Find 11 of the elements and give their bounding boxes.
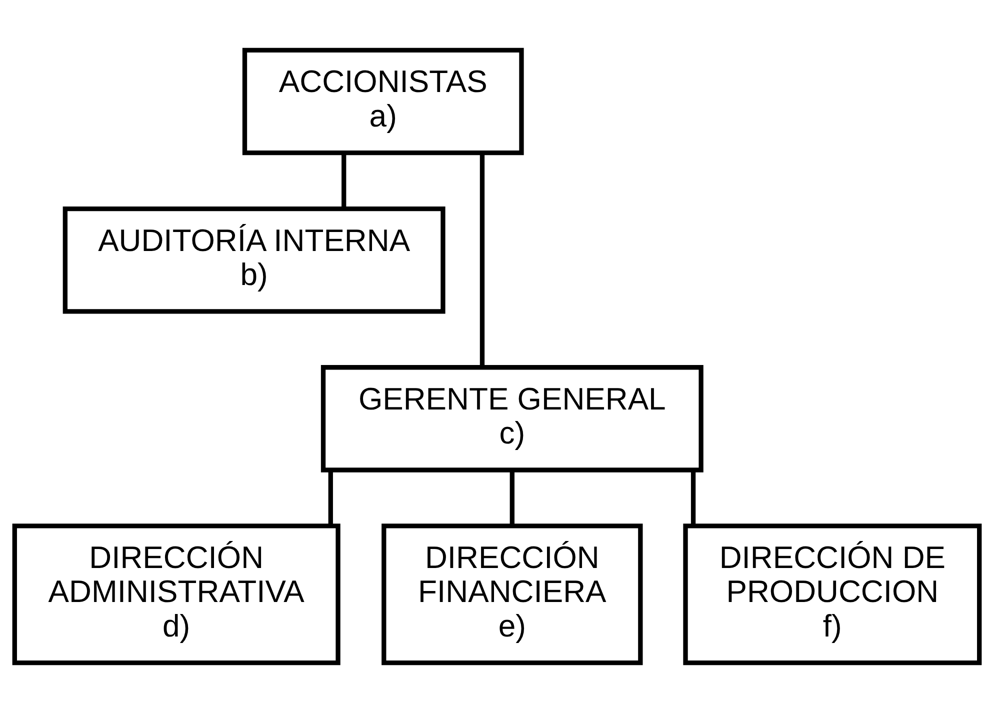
connector (510, 470, 514, 526)
connector (328, 470, 333, 526)
connector (480, 153, 485, 368)
node-box: GERENTE GENERAL c) (320, 365, 704, 472)
node-box: AUDITORÍA INTERNA b) (62, 206, 446, 314)
connector (342, 153, 346, 208)
connector (690, 470, 696, 526)
node-box: DIRECCIÓN ADMINISTRATIVA d) (12, 524, 340, 666)
node-box: DIRECCIÓN DE PRODUCCION f) (683, 524, 982, 666)
node-box: ACCIONISTAS a) (242, 48, 524, 156)
node-box: DIRECCIÓN FINANCIERA e) (382, 524, 643, 666)
